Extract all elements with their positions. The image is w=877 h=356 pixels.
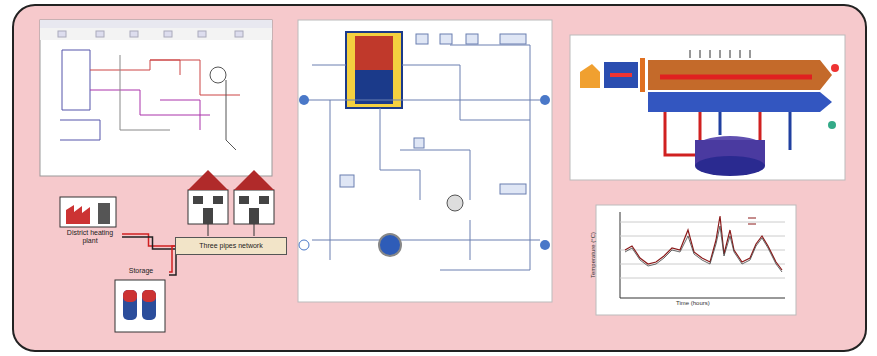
pipe-connector (122, 237, 175, 249)
node-label: Storage (115, 267, 167, 275)
network-node: District heating plant (58, 228, 122, 246)
network-node: Storage (113, 266, 169, 276)
system-schematic (298, 20, 552, 302)
node-label: District heating plant (60, 229, 120, 245)
background-panel (13, 5, 866, 351)
process-illustration (570, 35, 845, 180)
temperature-chart (596, 205, 796, 315)
pipe-connector (122, 234, 175, 246)
node-label: Three pipes network (179, 242, 283, 250)
axis-label: Time (hours) (676, 300, 710, 306)
house-icon (188, 170, 274, 236)
software-screenshot (40, 20, 272, 176)
axis-label: Temperature (°C) (590, 232, 596, 278)
network-node: Three pipes network (175, 237, 287, 255)
